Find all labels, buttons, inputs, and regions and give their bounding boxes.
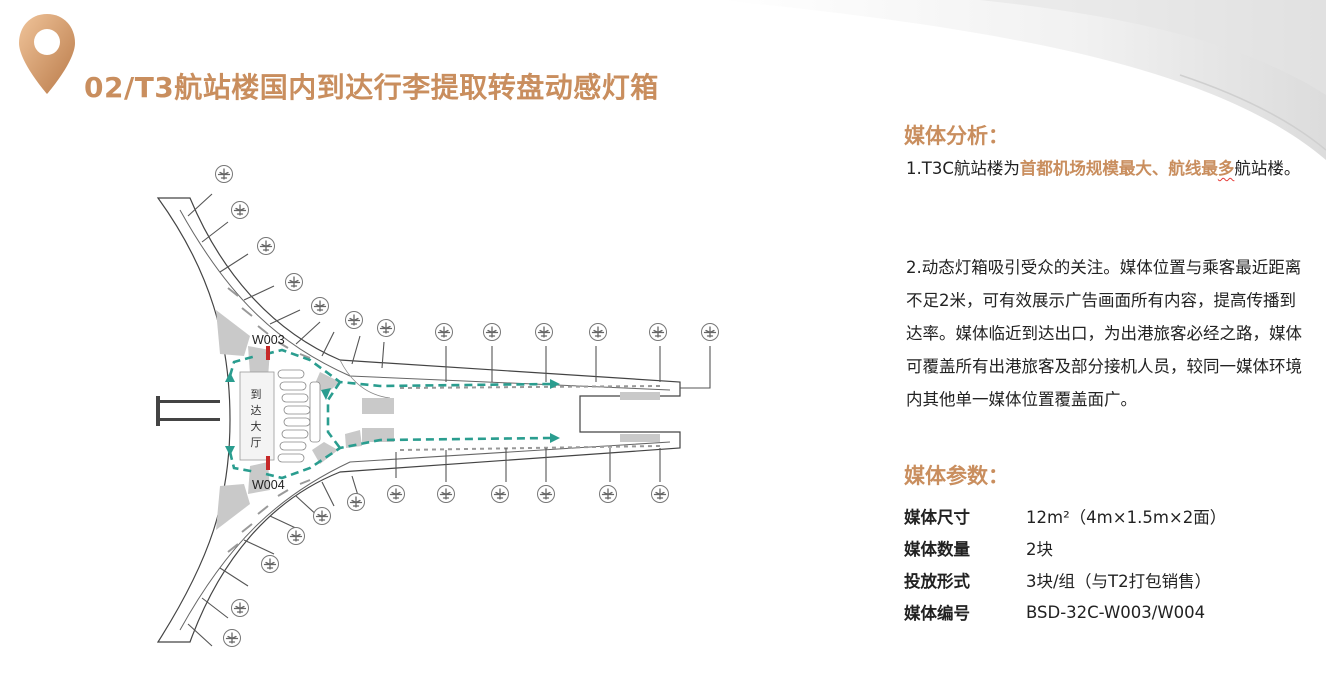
analysis-p1-post: 航站楼。	[1234, 159, 1301, 178]
terminal-map: 到 达 大 厅 W003 W004	[150, 150, 730, 660]
analysis-p1-highlight-squiggle: 多	[1217, 159, 1235, 178]
hall-label-1: 到	[251, 388, 262, 401]
param-row-size: 媒体尺寸 12m²（4m×1.5m×2面）	[904, 500, 1226, 532]
page-title: 02/T3航站楼国内到达行李提取转盘动感灯箱	[84, 71, 659, 104]
param-key: 媒体数量	[904, 540, 970, 559]
param-row-quantity: 媒体数量 2块	[904, 532, 1226, 564]
media-marker-w003	[266, 346, 270, 360]
label-w004: W004	[252, 478, 285, 492]
param-value: BSD-32C-W003/W004	[1026, 602, 1206, 622]
param-key: 投放形式	[904, 572, 970, 591]
label-w003: W003	[252, 333, 285, 347]
analysis-p1-pre: 1.T3C航站楼为	[906, 159, 1020, 178]
analysis-heading: 媒体分析：	[904, 124, 1009, 148]
params-heading: 媒体参数：	[904, 464, 1009, 488]
param-row-code: 媒体编号 BSD-32C-W003/W004	[904, 596, 1226, 628]
param-value: 2块	[1026, 540, 1053, 559]
analysis-p1-highlight: 首都机场规模最大、航线最	[1019, 159, 1218, 178]
location-pin-icon	[19, 14, 75, 94]
hall-label-2: 达	[251, 404, 262, 417]
airplane-icon-group-lower	[222, 484, 670, 648]
hall-label-4: 厅	[251, 436, 262, 449]
param-row-format: 投放形式 3块/组（与T2打包销售）	[904, 564, 1226, 596]
param-key: 媒体尺寸	[904, 508, 970, 527]
hall-label-3: 大	[251, 419, 262, 433]
analysis-paragraph-2: 2.动态灯箱吸引受众的关注。媒体位置与乘客最近距离不足2米，可有效展示广告画面所…	[906, 258, 1302, 409]
param-value: 12m²（4m×1.5m×2面）	[1026, 508, 1227, 527]
param-key: 媒体编号	[904, 604, 970, 623]
analysis-paragraph-1: 1.T3C航站楼为首都机场规模最大、航线最多航站楼。	[906, 152, 1306, 185]
param-value: 3块/组（与T2打包销售）	[1026, 572, 1212, 591]
terminal-map-diagram: 到 达 大 厅 W003 W004	[156, 164, 720, 648]
params-table: 媒体尺寸 12m²（4m×1.5m×2面） 媒体数量 2块 投放形式 3块/组（…	[904, 500, 1226, 628]
media-marker-w004	[266, 456, 270, 470]
